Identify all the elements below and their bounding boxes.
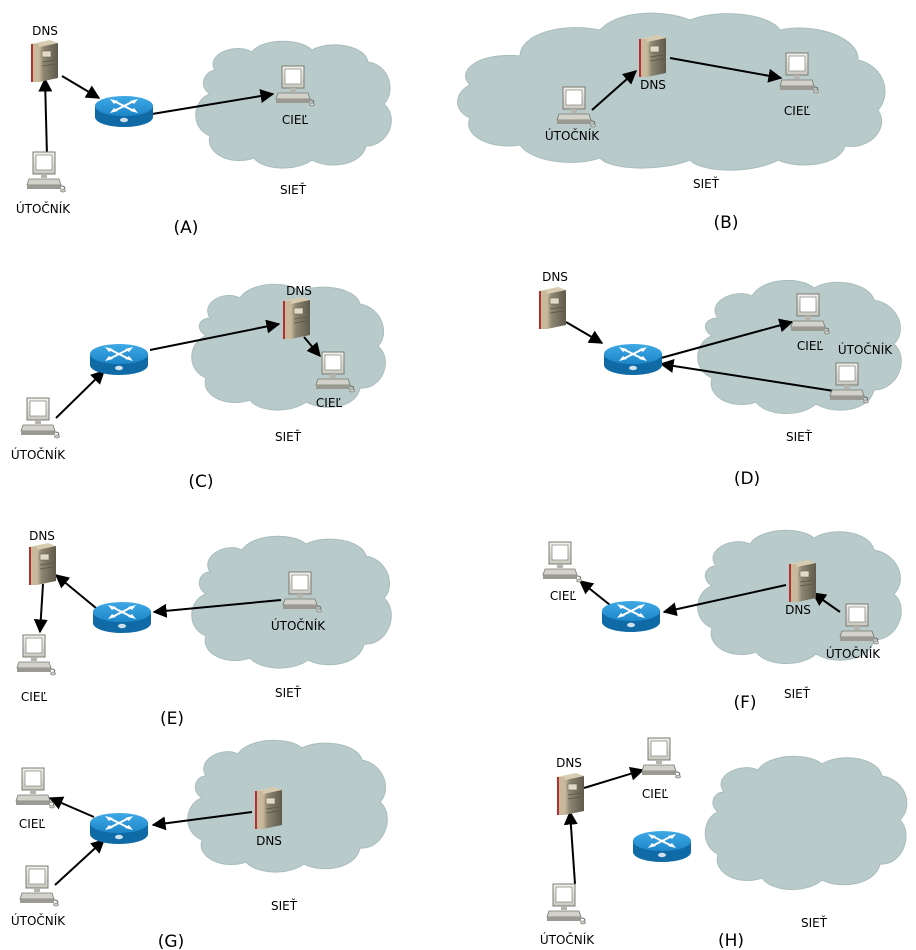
dns-label: DNS xyxy=(256,834,282,848)
server-icon xyxy=(282,296,311,340)
router-icon xyxy=(89,812,149,845)
attacker-label: ÚTOČNÍK xyxy=(16,201,71,216)
panel-caption: (F) xyxy=(733,693,756,713)
target-label: CIEĽ xyxy=(316,396,343,410)
network-label: SIEŤ xyxy=(784,686,811,701)
arrow-router-to-dns xyxy=(54,574,97,609)
computer-icon xyxy=(546,883,586,925)
attacker-label: ÚTOČNÍK xyxy=(271,618,326,633)
arrow-attacker-to-dns xyxy=(563,810,578,885)
network-cloud xyxy=(195,40,392,169)
computer-icon xyxy=(20,397,60,439)
network-cloud xyxy=(704,755,908,891)
dns-label: DNS xyxy=(785,603,811,617)
target-label: CIEĽ xyxy=(282,113,309,127)
computer-icon xyxy=(26,151,66,193)
arrow-dns-to-target xyxy=(583,766,645,789)
server-icon xyxy=(30,39,59,83)
dns-label: DNS xyxy=(556,756,582,770)
network-label: SIEŤ xyxy=(275,685,302,700)
panel-f: CIEĽ DNS ÚTOČNÍK SIEŤ (F) xyxy=(542,529,902,713)
panel-c: DNS CIEĽ ÚTOČNÍK SIEŤ (C) xyxy=(11,283,386,492)
arrow-router-to-target xyxy=(578,580,611,606)
network-cloud xyxy=(457,12,886,171)
arrow-attacker-to-dns xyxy=(591,70,638,111)
arrow-router-to-dns xyxy=(149,319,281,351)
server-icon xyxy=(556,772,585,816)
arrow-dns-to-target xyxy=(669,57,783,83)
panel-caption: (B) xyxy=(714,213,739,233)
target-label: CIEĽ xyxy=(784,104,811,118)
panel-h: DNS CIEĽ ÚTOČNÍK SIEŤ (H) xyxy=(540,737,908,950)
attacker-label: ÚTOČNÍK xyxy=(826,646,881,661)
computer-icon xyxy=(16,634,56,676)
dns-label: DNS xyxy=(542,270,568,284)
router-icon xyxy=(94,95,154,128)
network-label: SIEŤ xyxy=(693,176,720,191)
server-icon xyxy=(254,786,283,830)
panel-caption: (E) xyxy=(160,709,184,729)
network-label: SIEŤ xyxy=(271,898,298,913)
attacker-label: ÚTOČNÍK xyxy=(11,447,66,462)
arrow-attacker-to-router xyxy=(55,370,106,419)
arrow-router-to-target xyxy=(48,796,95,818)
network-cloud xyxy=(187,739,388,873)
attacker-label: ÚTOČNÍK xyxy=(11,913,66,928)
computer-icon xyxy=(19,865,59,907)
server-icon xyxy=(538,286,567,330)
server-icon xyxy=(638,34,667,78)
server-icon xyxy=(788,559,817,603)
panel-g: CIEĽ DNS ÚTOČNÍK SIEŤ (G) xyxy=(11,739,388,950)
computer-icon xyxy=(15,767,55,809)
target-label: CIEĽ xyxy=(550,589,577,603)
arrow-attacker-to-router xyxy=(659,359,835,392)
router-icon xyxy=(632,830,692,863)
panel-caption: (H) xyxy=(718,931,744,950)
arrow-attacker-to-dns xyxy=(38,77,53,157)
arrow-dns-to-router xyxy=(565,321,604,344)
network-label: SIEŤ xyxy=(801,915,828,930)
arrow-dns-to-router xyxy=(61,75,101,99)
target-label: CIEĽ xyxy=(21,690,48,704)
panel-caption: (A) xyxy=(174,218,199,238)
router-icon xyxy=(603,343,663,376)
panel-caption: (G) xyxy=(158,932,184,950)
panel-e: DNS ÚTOČNÍK CIEĽ SIEŤ (E) xyxy=(16,529,392,729)
router-icon xyxy=(92,601,152,634)
router-icon xyxy=(89,343,149,376)
arrow-attacker-to-router xyxy=(152,599,282,618)
network-label: SIEŤ xyxy=(275,429,302,444)
arrow-dns-to-router xyxy=(662,584,787,617)
arrow-attacker-to-dns xyxy=(811,592,841,613)
dns-label: DNS xyxy=(286,284,312,298)
dns-label: DNS xyxy=(640,78,666,92)
router-icon xyxy=(601,600,661,633)
attacker-label: ÚTOČNÍK xyxy=(545,128,600,143)
arrow-router-to-target xyxy=(151,89,275,115)
network-label: SIEŤ xyxy=(280,182,307,197)
arrow-dns-to-target xyxy=(303,336,321,358)
dns-label: DNS xyxy=(29,529,55,543)
computer-icon xyxy=(542,541,582,583)
target-label: CIEĽ xyxy=(797,339,824,353)
network-label: SIEŤ xyxy=(786,429,813,444)
dns-label: DNS xyxy=(32,24,58,38)
computer-icon xyxy=(641,737,681,779)
panel-a: DNS CIEĽ ÚTOČNÍK SIEŤ (A) xyxy=(16,24,392,238)
arrow-dns-to-router xyxy=(151,811,253,831)
panel-d: DNS CIEĽ ÚTOČNÍK SIEŤ (D) xyxy=(538,270,902,489)
arrow-attacker-to-router xyxy=(54,839,106,886)
arrow-router-to-target xyxy=(660,318,794,359)
attacker-label: ÚTOČNÍK xyxy=(540,932,595,947)
server-icon xyxy=(28,542,57,586)
panel-b: DNS ÚTOČNÍK CIEĽ SIEŤ (B) xyxy=(457,12,886,233)
target-label: CIEĽ xyxy=(642,787,669,801)
attacker-label: ÚTOČNÍK xyxy=(838,342,893,357)
panel-caption: (D) xyxy=(734,469,760,489)
target-label: CIEĽ xyxy=(19,817,46,831)
panel-caption: (C) xyxy=(188,472,213,492)
arrow-dns-to-target xyxy=(33,583,48,634)
